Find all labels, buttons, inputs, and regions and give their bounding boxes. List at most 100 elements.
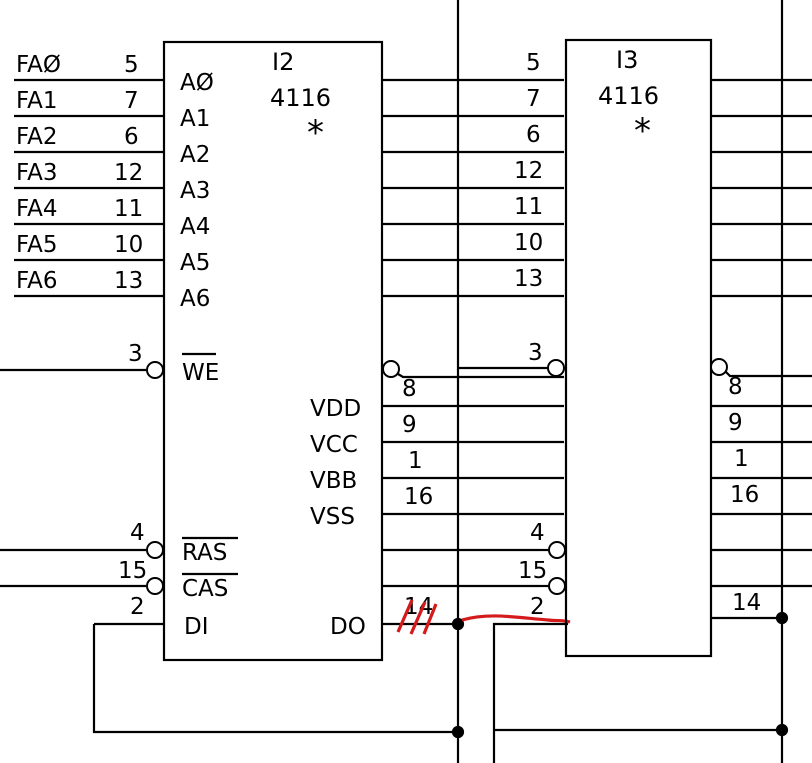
inversion-bubble [548,541,566,559]
i2-power-vss: VSS [310,504,564,530]
i2-di-input: 2 DI [94,594,209,640]
i2-address-row-1: FA1 7 A1 [14,88,210,132]
pin-number: 8 [402,376,417,402]
i2-power-vcc: VCC 1 [310,432,564,474]
junction-dot [775,611,789,625]
i2-ras-input: 4 RAS [0,520,238,566]
pin-number: 8 [728,374,743,400]
i3-power-lines: 9 1 16 [711,404,812,588]
signal-label: FA5 [16,232,58,258]
i2-address-row-3: FA3 12 A3 [14,160,210,204]
pin-label: VCC [310,432,358,458]
pin-number: 16 [404,484,433,510]
chip-i2-star: * [307,113,324,153]
pin-label: A2 [180,142,210,168]
i2-right-bubble-pin: 8 [382,360,564,402]
pin-label: DO [330,614,366,640]
pin-label: WE [182,360,219,386]
signal-label: FA1 [16,88,58,114]
pin-number: 6 [526,122,541,148]
pin-number: 4 [530,520,545,546]
pin-number: 5 [124,52,139,78]
i2-we-input: 3 WE [0,341,219,386]
pin-number: 6 [124,124,139,150]
inversion-bubble [146,577,164,595]
chip-i3-star: * [634,111,651,151]
pin-label: CAS [182,576,228,602]
pin-number: 2 [130,594,145,620]
i3-address-outputs [711,78,812,298]
i3-right-bubble-pin: 8 [710,358,812,400]
inversion-bubble [548,577,566,595]
pin-number: 12 [514,158,543,184]
i3-di-pin-number: 2 [530,594,545,620]
junction-dot [775,723,789,737]
pin-label: A1 [180,106,210,132]
pin-number: 11 [514,194,543,220]
pin-number: 13 [514,266,543,292]
inversion-bubble [146,541,164,559]
i2-di-feedback-wire [92,624,458,734]
chip-i2-part: 4116 [270,84,331,112]
i2-cas-input: 15 CAS [0,558,238,602]
pin-number: 7 [526,86,541,112]
pin-number: 1 [734,446,749,472]
pin-number: 10 [514,230,543,256]
junction-dot [451,617,465,631]
signal-label: FA2 [16,124,58,150]
i3-do-output: 14 [711,590,782,620]
pin-number: 15 [518,558,547,584]
pin-number: 9 [728,410,743,436]
signal-label: FA3 [16,160,58,186]
pin-number: 13 [114,268,143,294]
signal-label: FA4 [16,196,58,222]
pin-number: 15 [118,558,147,584]
pin-label: DI [184,614,209,640]
chip-i3-body [564,38,713,658]
signal-label: FAØ [16,52,61,78]
signal-label: FA6 [16,268,58,294]
i2-address-row-6: FA6 13 A6 [14,268,210,312]
i3-we-input: 3 [458,340,565,377]
pin-label: VBB [310,468,357,494]
i3-cas-input: 15 [518,558,566,595]
chip-i2-body [162,40,384,662]
pin-number: 3 [528,340,543,366]
i2-address-row-0: FAØ 5 AØ [14,52,214,96]
inversion-bubble [146,361,164,379]
inversion-bubble [547,359,565,377]
pin-label: AØ [180,70,214,96]
pin-label: RAS [182,540,227,566]
i2-address-row-2: FA2 6 A2 [14,124,210,168]
i2-power-vdd: VDD 9 [310,396,564,438]
inversion-bubble [710,358,728,376]
i2-address-row-5: FA5 10 A5 [14,232,210,276]
chip-i3-ref: I3 [616,46,638,74]
pin-label: A4 [180,214,210,240]
chip-i3-part: 4116 [598,82,659,110]
pin-label: A6 [180,286,210,312]
i3-di-wire [492,622,568,763]
pin-number: 3 [128,341,143,367]
address-bus-i2-to-i3 [382,78,564,298]
pin-label: VSS [310,504,355,530]
pin-number: 14 [732,590,761,616]
chip-i2-ref: I2 [272,48,294,76]
i3-ras-input: 4 [530,520,566,559]
inversion-bubble [382,360,400,378]
pin-number: 16 [730,482,759,508]
pin-number: 9 [402,412,417,438]
pin-number: 1 [408,448,423,474]
pin-label: A5 [180,250,210,276]
red-annotation [396,599,571,635]
pin-label: VDD [310,396,361,422]
pin-number: 7 [124,88,139,114]
i2-do-output: DO 14 [330,594,458,640]
pin-label: A3 [180,178,210,204]
pin-number: 11 [114,196,143,222]
i2-address-row-4: FA4 11 A4 [14,196,210,240]
pin-number: 5 [526,50,541,76]
i3-address-pins: 5 7 6 12 11 10 13 [514,50,543,292]
pin-number: 4 [130,520,145,546]
